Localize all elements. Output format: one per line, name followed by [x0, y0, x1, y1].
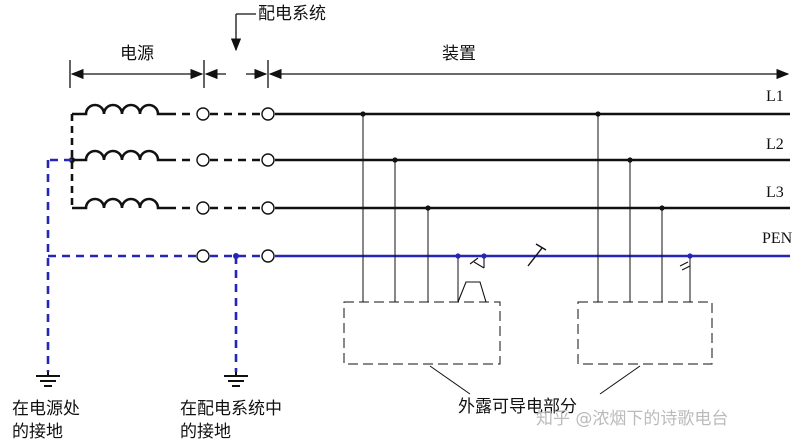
- equipment-label: 装置: [442, 44, 476, 64]
- equipment-2-tap-dots: [595, 111, 665, 211]
- equipment-2-taps: [597, 114, 691, 302]
- equipment-1-enclosure: [343, 301, 501, 365]
- equipment-2-enclosure: [577, 301, 713, 365]
- equipment-1-pe-dot: [481, 253, 487, 259]
- equipment-1-pen-dot: [455, 253, 461, 259]
- equipment-2-pen-dot: [687, 253, 693, 259]
- equipment-2-pe-switch: [679, 261, 691, 271]
- source-ground-caption-line2: 的接地: [12, 422, 63, 442]
- exposed-parts-caption: 外露可导电部分: [458, 397, 577, 417]
- exposed-parts-leaders: [429, 365, 641, 395]
- ground-symbol-source: [36, 372, 60, 387]
- pen-ground-junction: [233, 253, 239, 259]
- source-ground-caption-line1: 在电源处: [12, 399, 80, 419]
- pen-dashed: [46, 158, 262, 372]
- ground-symbol-distribution: [224, 372, 248, 387]
- dimension-line: [69, 13, 790, 88]
- equipment-1-tap-dots: [360, 111, 431, 211]
- distribution-dashed-phases: [168, 112, 262, 210]
- equipment-1-taps: [362, 114, 459, 302]
- equipment-1-pe-switch: [457, 256, 487, 303]
- source-windings: [72, 103, 168, 210]
- pen-break-symbol: [527, 243, 547, 267]
- source-label: 电源: [120, 44, 154, 64]
- distribution-ground-caption-line1: 在配电系统中: [180, 399, 282, 419]
- pen-label: PEN: [762, 230, 793, 247]
- phase-conductors: [275, 112, 790, 210]
- distribution-system-label: 配电系统: [258, 4, 326, 24]
- watermark: 知乎 @浓烟下的诗歌电台: [536, 409, 729, 429]
- l1-label: L1: [766, 88, 784, 105]
- distribution-ground-caption-line2: 的接地: [180, 422, 231, 442]
- l3-label: L3: [766, 184, 784, 201]
- l2-label: L2: [766, 136, 784, 153]
- terminals: [196, 107, 275, 263]
